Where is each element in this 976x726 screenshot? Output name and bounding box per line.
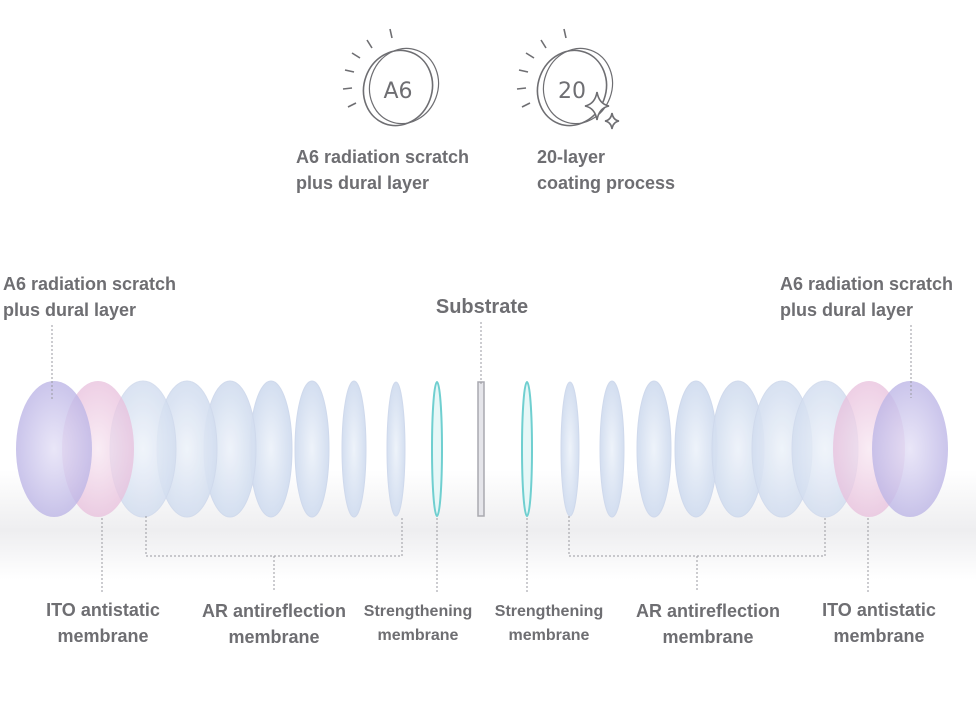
- ar-layer-left-5: [294, 380, 330, 518]
- ar-layer-left-6: [341, 380, 367, 518]
- substrate-label: Substrate: [435, 296, 529, 318]
- strengthening-layer-left: [431, 381, 443, 517]
- ito-right-label: ITO antistatic membrane: [822, 600, 936, 646]
- twenty-icon-text: 20: [558, 79, 586, 104]
- ar-right-label: AR antireflection membrane: [635, 601, 781, 647]
- left-a6-label: A6 radiation scratch plus dural layer: [3, 274, 177, 320]
- ar-layer-left-7: [386, 381, 406, 517]
- ar-layer-right-2: [599, 380, 625, 518]
- left-lens-stack: [16, 380, 443, 518]
- a6-icon-text: A6: [383, 79, 412, 104]
- ito-left-label: ITO antistatic membrane: [46, 600, 160, 646]
- twenty-layer-feature-icon: 20: [516, 28, 620, 130]
- a6-layer-right: [872, 381, 948, 517]
- ar-layer-right-1: [560, 381, 580, 517]
- a6-feature-icon: A6: [342, 28, 440, 127]
- right-lens-stack: [521, 380, 948, 518]
- strengthening-layer-right: [521, 381, 533, 517]
- strengthening-left-label: Strengthening membrane: [363, 603, 473, 644]
- ar-layer-right-4: [674, 380, 718, 518]
- twenty-layer-feature-caption: 20-layer coating process: [537, 147, 676, 193]
- a6-feature-caption: A6 radiation scratch plus dural layer: [296, 147, 470, 193]
- ar-layer-right-3: [636, 380, 672, 518]
- substrate-layer: [477, 381, 485, 517]
- right-a6-label: A6 radiation scratch plus dural layer: [780, 274, 954, 320]
- strengthening-right-label: Strengthening membrane: [494, 603, 604, 644]
- ar-left-label: AR antireflection membrane: [201, 601, 347, 647]
- leader-lines: [51, 322, 912, 592]
- a6-layer-left: [16, 381, 92, 517]
